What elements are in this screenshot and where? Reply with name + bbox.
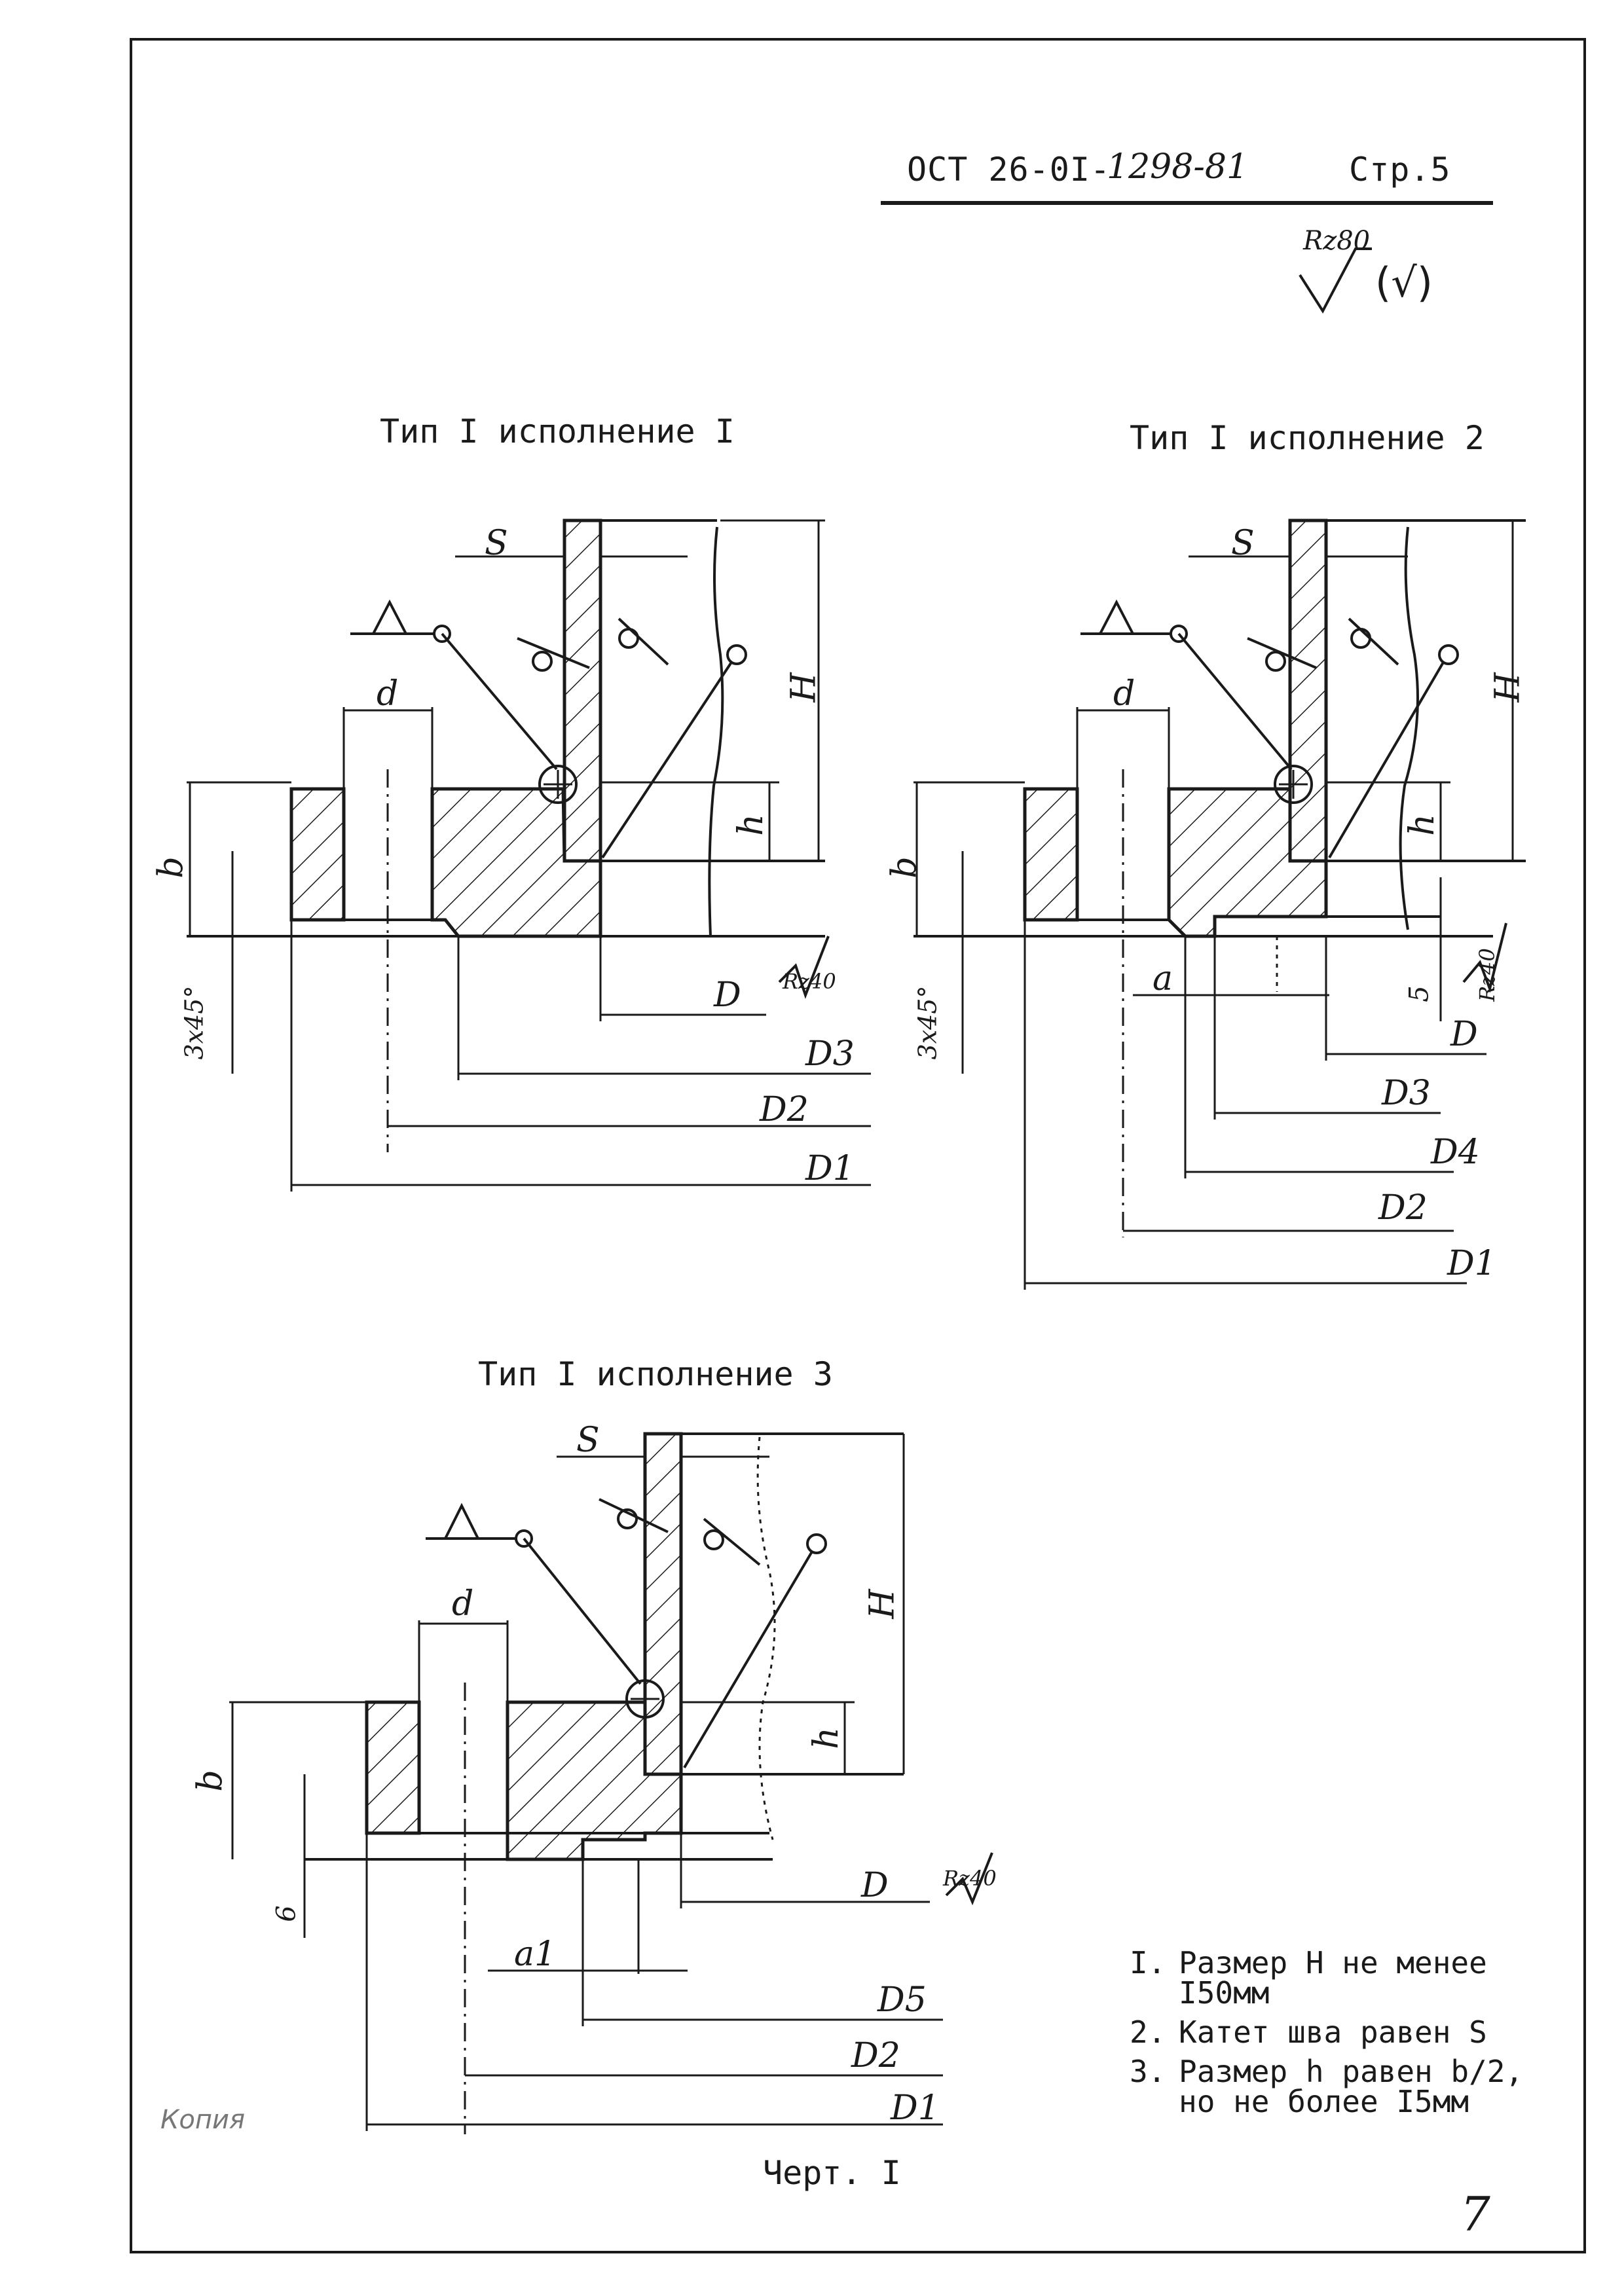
note-item: 2. Катет шва равен S (1130, 2017, 1562, 2047)
dim-D3-1: D3 (805, 1034, 855, 1074)
sheet-frame (130, 38, 1586, 2253)
dim-D5-3: D5 (877, 1980, 927, 2020)
dim-H-2: H (1488, 672, 1528, 702)
shell-wall-2 (1288, 519, 1328, 863)
flange-left-2 (1023, 787, 1079, 922)
dim-5-2: 5 (1404, 985, 1435, 1002)
dim-H-3: H (862, 1589, 902, 1619)
dim-h-2: h (1402, 814, 1442, 836)
note-item: 3. Размер h равен b/2, но не более I5мм (1130, 2056, 1562, 2117)
dim-H-1: H (784, 672, 824, 702)
view-3-title: Тип I исполнение 3 (478, 1355, 833, 1393)
note-number: I. (1130, 1945, 1166, 1980)
shell-break-1 (708, 526, 724, 937)
dim-d-1: d (377, 674, 399, 714)
roughness-other: (√) (1375, 259, 1433, 306)
chamfer-2: 3x45° (913, 985, 942, 1060)
view-2-drawing (913, 519, 1526, 1290)
roughness-3: Rz40 (943, 1866, 997, 1891)
figure-caption: Черт. I (763, 2154, 901, 2192)
flange-left-3 (365, 1700, 421, 1835)
copy-stamp: Копия (160, 2105, 246, 2135)
flange-left-1 (289, 787, 346, 922)
dim-D2-1: D2 (760, 1090, 809, 1129)
note-number: 3. (1130, 2054, 1166, 2089)
note-number: 2. (1130, 2014, 1166, 2050)
view-2-title: Тип I исполнение 2 (1130, 419, 1485, 457)
dim-D-3: D (861, 1866, 889, 1905)
notes-list: I. Размер Н не менее I50мм 2. Катет шва … (1130, 1948, 1562, 2126)
dim-6-3: 6 (271, 1905, 302, 1922)
roughness-check-symbol (1299, 247, 1372, 314)
page-number: Стр.5 (1349, 151, 1451, 189)
note-text: Размер h равен b/2, но не более I5мм (1179, 2054, 1524, 2119)
chamfer-1: 3x45° (179, 985, 209, 1060)
view-1-drawing (187, 519, 871, 1192)
dim-d-3: d (452, 1584, 474, 1624)
dim-s-1: S (485, 524, 508, 563)
dim-b-3: b (191, 1770, 231, 1792)
roughness-main: Rz80 (1303, 226, 1371, 256)
dim-D3-2: D3 (1382, 1074, 1431, 1113)
dim-D2-3: D2 (851, 2036, 900, 2075)
shell-break-3 (756, 1436, 776, 1840)
sheet-number: 7 (1460, 2187, 1490, 2242)
shell-wall-1 (563, 519, 602, 863)
dim-D2-2: D2 (1378, 1188, 1428, 1228)
note-text: Размер Н не менее I50мм (1179, 1945, 1487, 2011)
weld-circle-3 (625, 1679, 665, 1719)
dim-D-1: D (714, 975, 741, 1015)
standard-number-handwritten: 1298-81 (1107, 147, 1249, 187)
dim-s-3: S (576, 1421, 600, 1460)
dim-b-1: b (151, 856, 191, 879)
dim-D4-2: D4 (1431, 1133, 1480, 1172)
dim-D1-3: D1 (891, 2088, 940, 2128)
view-3-drawing (229, 1432, 993, 2134)
roughness-2: Rz40 (1474, 948, 1500, 1002)
dim-b-2: b (885, 856, 925, 879)
dim-D-2: D (1450, 1015, 1478, 1054)
shell-break-2 (1399, 526, 1419, 930)
dim-h-1: h (731, 814, 771, 836)
note-item: I. Размер Н не менее I50мм (1130, 1948, 1562, 2008)
dim-h-3: h (806, 1727, 846, 1749)
dim-a-2: a (1153, 959, 1173, 998)
standard-number: ОСТ 26-0I- (907, 151, 1111, 189)
shell-wall-3 (643, 1432, 683, 1776)
view-1-title: Тип I исполнение I (380, 412, 735, 450)
dim-D1-1: D1 (805, 1149, 855, 1188)
weld-circle-2 (1274, 765, 1313, 804)
dim-D1-2: D1 (1447, 1244, 1496, 1283)
weld-circle-1 (538, 765, 578, 804)
dim-a1-3: a1 (514, 1935, 557, 1974)
roughness-1: Rz40 (783, 969, 836, 994)
dim-s-2: S (1231, 524, 1255, 563)
dim-d-2: d (1113, 674, 1135, 714)
note-text: Катет шва равен S (1179, 2014, 1487, 2050)
